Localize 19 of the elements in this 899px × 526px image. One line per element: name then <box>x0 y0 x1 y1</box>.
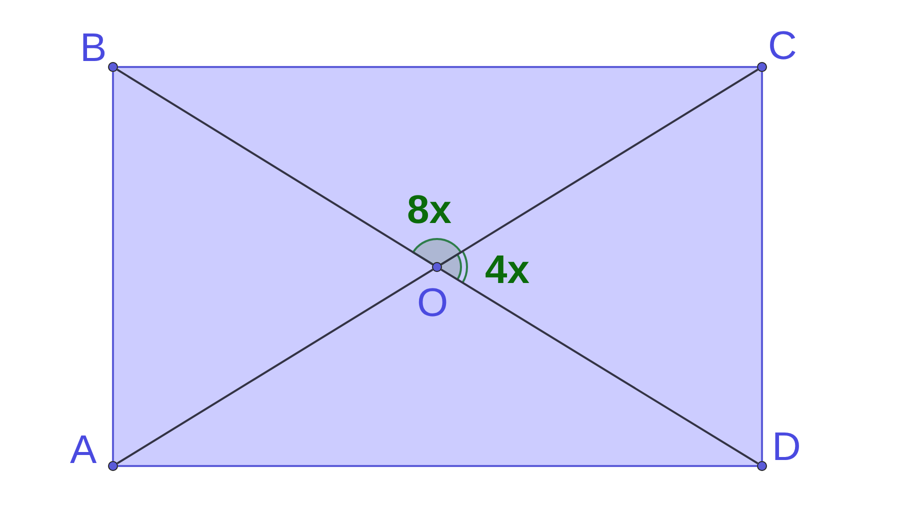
line-segment <box>761 72 763 461</box>
vertex-point <box>757 461 767 471</box>
line-segment <box>118 66 757 68</box>
line-segment <box>116 68 434 266</box>
line-segment <box>112 72 114 461</box>
vertex-point <box>108 62 118 72</box>
vertex-label: D <box>772 427 801 467</box>
vertex-point <box>757 62 767 72</box>
angle-label: 4x <box>485 250 530 290</box>
vertex-label: A <box>70 430 97 470</box>
angle-label: 8x <box>407 190 452 230</box>
vertex-label: O <box>417 283 448 323</box>
vertex-label: B <box>80 28 107 68</box>
vertex-label: C <box>768 26 797 66</box>
line-segment <box>440 268 758 464</box>
line-segment <box>440 68 758 266</box>
vertex-point <box>108 461 118 471</box>
line-segment <box>116 268 434 464</box>
line-segment <box>118 465 757 467</box>
